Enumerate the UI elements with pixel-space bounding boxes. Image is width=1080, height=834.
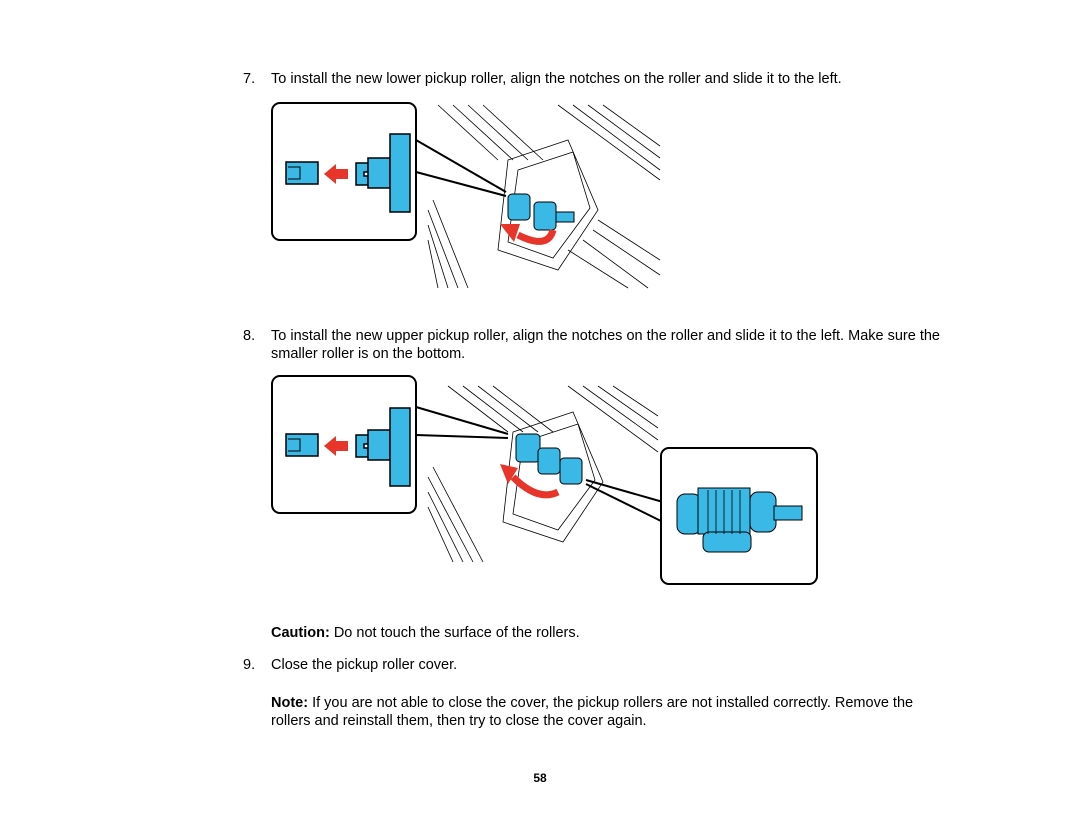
- caution-body: Do not touch the surface of the rollers.: [329, 625, 580, 641]
- caution-text: Caution: Do not touch the surface of the…: [271, 624, 941, 642]
- step-text: To install the new upper pickup roller, …: [271, 328, 940, 362]
- note-body: If you are not able to close the cover, …: [271, 695, 914, 729]
- note-label: Note:: [271, 695, 309, 711]
- roller-notch-detail-icon: [285, 433, 319, 457]
- step-number: 9.: [243, 657, 256, 673]
- step-number: 8.: [243, 328, 256, 344]
- note-text: Note: If you are not able to close the c…: [271, 694, 941, 730]
- left-arrow-icon: [324, 436, 348, 456]
- roller-closeup-icon: [676, 487, 803, 553]
- upper-roller-install-illustration: [271, 375, 818, 585]
- step-number: 7.: [243, 71, 256, 87]
- pickup-roller-icon: [355, 133, 411, 213]
- pickup-roller-icon: [355, 407, 411, 487]
- roller-notch-detail-icon: [285, 161, 319, 185]
- caution-label: Caution:: [271, 625, 330, 641]
- left-arrow-icon: [324, 164, 348, 184]
- step-text: Close the pickup roller cover.: [271, 657, 458, 673]
- lower-roller-install-illustration: [271, 102, 661, 289]
- step-text: To install the new lower pickup roller, …: [271, 71, 842, 87]
- page-number: 58: [533, 771, 547, 785]
